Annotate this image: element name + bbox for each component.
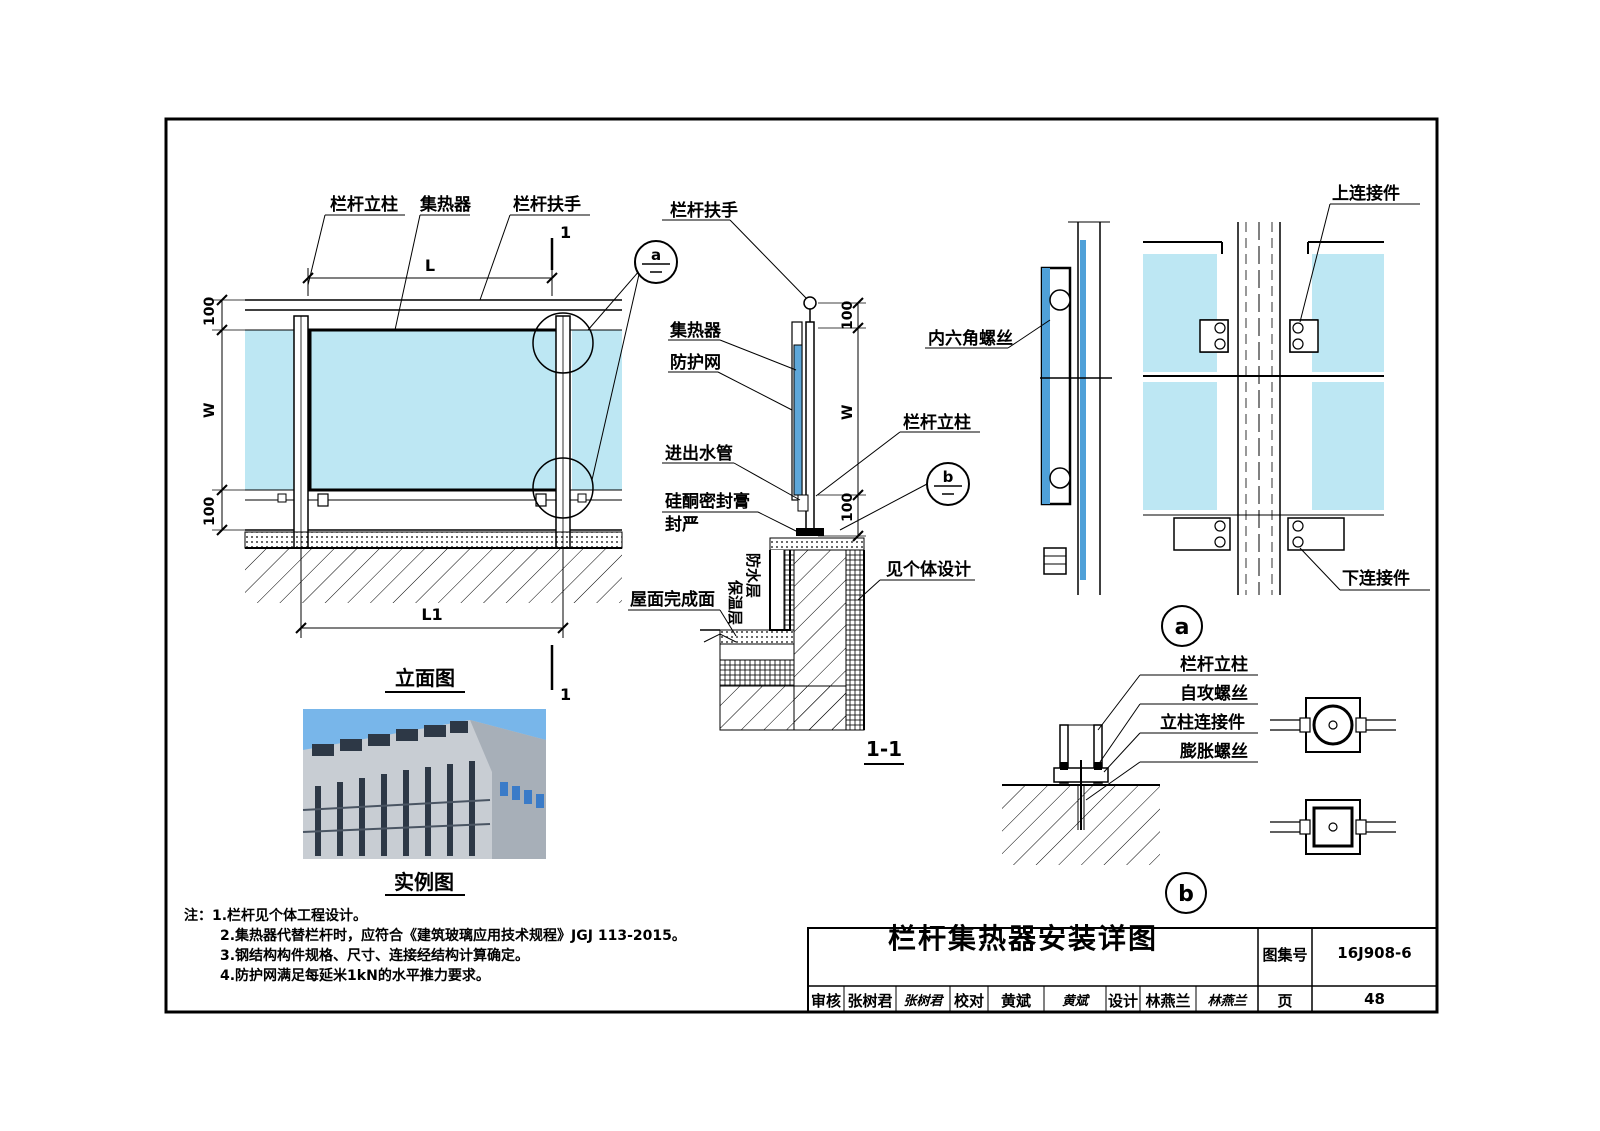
- detail-a-marker: [1161, 605, 1203, 647]
- title-block-check-sign: 黄斌: [1062, 993, 1090, 1009]
- title-block: [807, 927, 1438, 1013]
- label-upper-connector: 上连接件: [1332, 183, 1400, 204]
- design-label: 设计: [1107, 992, 1138, 1010]
- dim-bottom-100: 100: [202, 497, 218, 526]
- detail-b-label-expansion: 膨胀螺丝: [1180, 741, 1248, 762]
- label-post: 栏杆立柱: [330, 194, 398, 215]
- label-collector: 集热器: [419, 194, 472, 215]
- callout-a-letter: a: [651, 246, 661, 264]
- section-view: 100 W 100 栏杆扶手 集热器 防护网 进出水管 硅酮密封膏 封严 栏杆立…: [628, 200, 980, 765]
- detail-a-letter: a: [1175, 615, 1190, 640]
- section-label-waterproof: 防水层: [744, 553, 762, 598]
- title-block-review-sign: 张树君: [903, 993, 944, 1009]
- detail-circle-a: [532, 312, 594, 374]
- atlas-label: 图集号: [1262, 946, 1308, 964]
- atlas-number: 16J908-6: [1337, 944, 1412, 962]
- section-label-post: 栏杆立柱: [903, 412, 971, 433]
- reviewer-name: 张树君: [847, 992, 893, 1010]
- designer-name: 林燕兰: [1145, 992, 1191, 1010]
- sheet-frame: [164, 117, 1439, 1014]
- callout-b-letter: b: [943, 468, 954, 486]
- section-mark-top: 1: [560, 223, 571, 242]
- detail-b-marker: [1165, 872, 1207, 914]
- section-label-see-design: 见个体设计: [886, 559, 971, 580]
- detail-b: 栏杆立柱 自攻螺丝 立柱连接件 膨胀螺丝 b: [1002, 654, 1396, 914]
- elevation-view: a 栏杆立柱 集热器 栏杆扶手 L L1 100: [202, 194, 678, 704]
- glass-panel: [245, 330, 300, 490]
- dim-L1: L1: [421, 605, 442, 624]
- dim-L: L: [425, 256, 435, 275]
- note-4: 4.防护网满足每延米1kN的水平推力要求。: [220, 968, 490, 984]
- title-block-design-sign: 林燕兰: [1207, 993, 1248, 1009]
- note-2: 2.集热器代替栏杆时，应符合《建筑玻璃应用技术规程》JGJ 113-2015。: [220, 928, 686, 944]
- label-hex-bolt: 内六角螺丝: [928, 328, 1013, 349]
- section-dim-top: 100: [840, 301, 856, 330]
- checker-name: 黄斌: [1000, 992, 1031, 1010]
- example-photo: 实例图: [302, 709, 546, 896]
- check-label: 校对: [953, 992, 984, 1010]
- collector-panel: [310, 330, 560, 490]
- label-handrail: 栏杆扶手: [513, 194, 581, 215]
- note-3: 3.钢结构构件规格、尺寸、连接经结构计算确定。: [220, 948, 530, 964]
- section-dim-W: W: [840, 405, 856, 420]
- detail-b-label-connector: 立柱连接件: [1160, 712, 1245, 733]
- page-label: 页: [1277, 992, 1293, 1010]
- section-label-roof: 屋面完成面: [630, 589, 715, 610]
- section-label-insulation: 保温层: [726, 579, 744, 625]
- section-handrail: [803, 296, 817, 310]
- photo-title: 实例图: [394, 870, 454, 894]
- detail-b-letter: b: [1178, 882, 1194, 907]
- label-lower-connector: 下连接件: [1342, 568, 1410, 589]
- section-label-collector: 集热器: [669, 320, 722, 341]
- section-label-handrail: 栏杆扶手: [670, 200, 738, 221]
- section-dim-bottom: 100: [840, 493, 856, 522]
- callout-a-marker: [634, 240, 678, 284]
- dim-W: W: [202, 403, 218, 418]
- drawing-title: 栏杆集热器安装详图: [887, 922, 1158, 955]
- section-label-pipe: 进出水管: [665, 443, 733, 464]
- section-title: 1-1: [866, 737, 902, 761]
- detail-b-label-post: 栏杆立柱: [1180, 654, 1248, 675]
- page-number: 48: [1364, 990, 1385, 1008]
- detail-circle-b: [532, 457, 594, 519]
- section-label-sealant: 硅酮密封膏: [665, 491, 750, 512]
- elevation-title: 立面图: [395, 666, 455, 690]
- section-label-mesh: 防护网: [670, 352, 721, 373]
- detail-a: 内六角螺丝 上连接件: [925, 183, 1430, 647]
- dim-top-100: 100: [202, 297, 218, 326]
- review-label: 审核: [810, 992, 841, 1010]
- section-collector: [793, 344, 803, 496]
- section-label-seal: 封严: [665, 514, 699, 535]
- detail-b-label-tapping: 自攻螺丝: [1180, 683, 1248, 704]
- general-notes: 注：1.栏杆见个体工程设计。 2.集热器代替栏杆时，应符合《建筑玻璃应用技术规程…: [184, 906, 784, 986]
- section-mark-bottom: 1: [560, 685, 571, 704]
- note-1: 注：1.栏杆见个体工程设计。: [184, 908, 368, 924]
- glass-panel: [572, 330, 622, 490]
